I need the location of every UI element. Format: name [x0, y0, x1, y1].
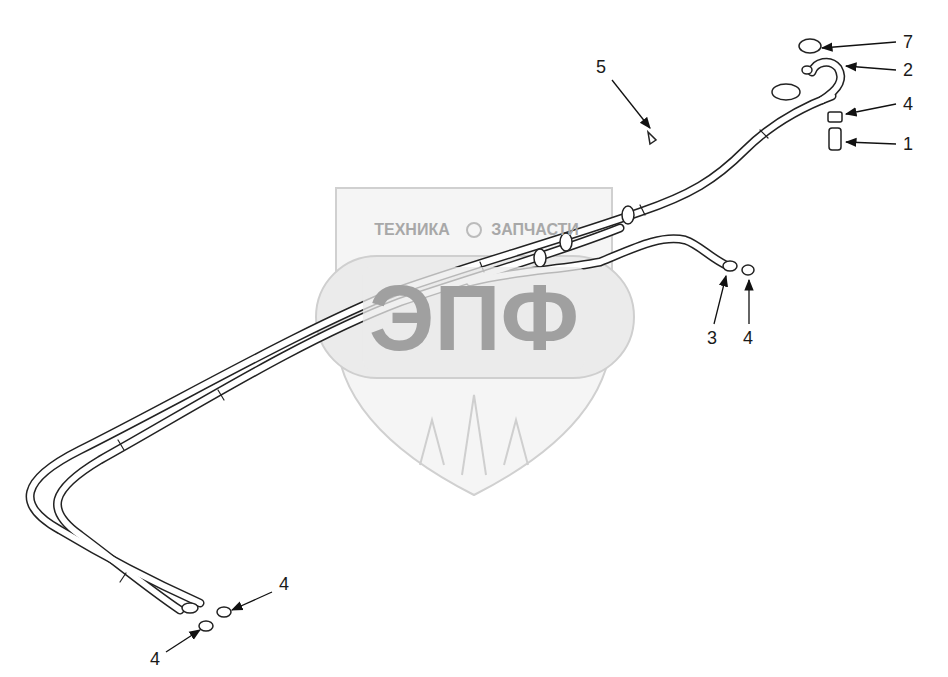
watermark-logo: ЭПФ — [363, 267, 585, 369]
callout-number: 5 — [594, 56, 608, 78]
callout-number: 2 — [901, 59, 915, 81]
watermark-logo-holder: ЭПФ — [363, 272, 585, 364]
clamps-fittings — [182, 39, 842, 631]
callout-number-holder: 4 — [901, 95, 915, 114]
callout-number-holder: 4 — [277, 575, 291, 594]
callout-number-holder: 3 — [705, 329, 719, 348]
hoses — [30, 62, 841, 610]
callout-number-holder: 4 — [741, 329, 755, 348]
callout-number: 4 — [148, 648, 162, 670]
callout-number-holder: 1 — [901, 135, 915, 154]
leader-lines — [166, 42, 896, 652]
callout-number-holder: 4 — [148, 650, 162, 669]
callout-number: 7 — [901, 31, 915, 53]
callout-number-holder: 5 — [594, 58, 608, 77]
watermark-text-holder: ЗАПЧАСТИ — [491, 221, 579, 239]
callout-number: 1 — [901, 133, 915, 155]
watermark-text-holder: ТЕХНИКА — [374, 221, 450, 239]
callout-number-holder: 7 — [901, 33, 915, 52]
watermark-text: ЗАПЧАСТИ — [491, 221, 579, 238]
callout-number-holder: 2 — [901, 61, 915, 80]
watermark-text: ТЕХНИКА — [374, 221, 450, 238]
callout-number: 4 — [901, 93, 915, 115]
callout-number: 3 — [705, 327, 719, 349]
callout-number: 4 — [277, 573, 291, 595]
callout-number: 4 — [741, 327, 755, 349]
